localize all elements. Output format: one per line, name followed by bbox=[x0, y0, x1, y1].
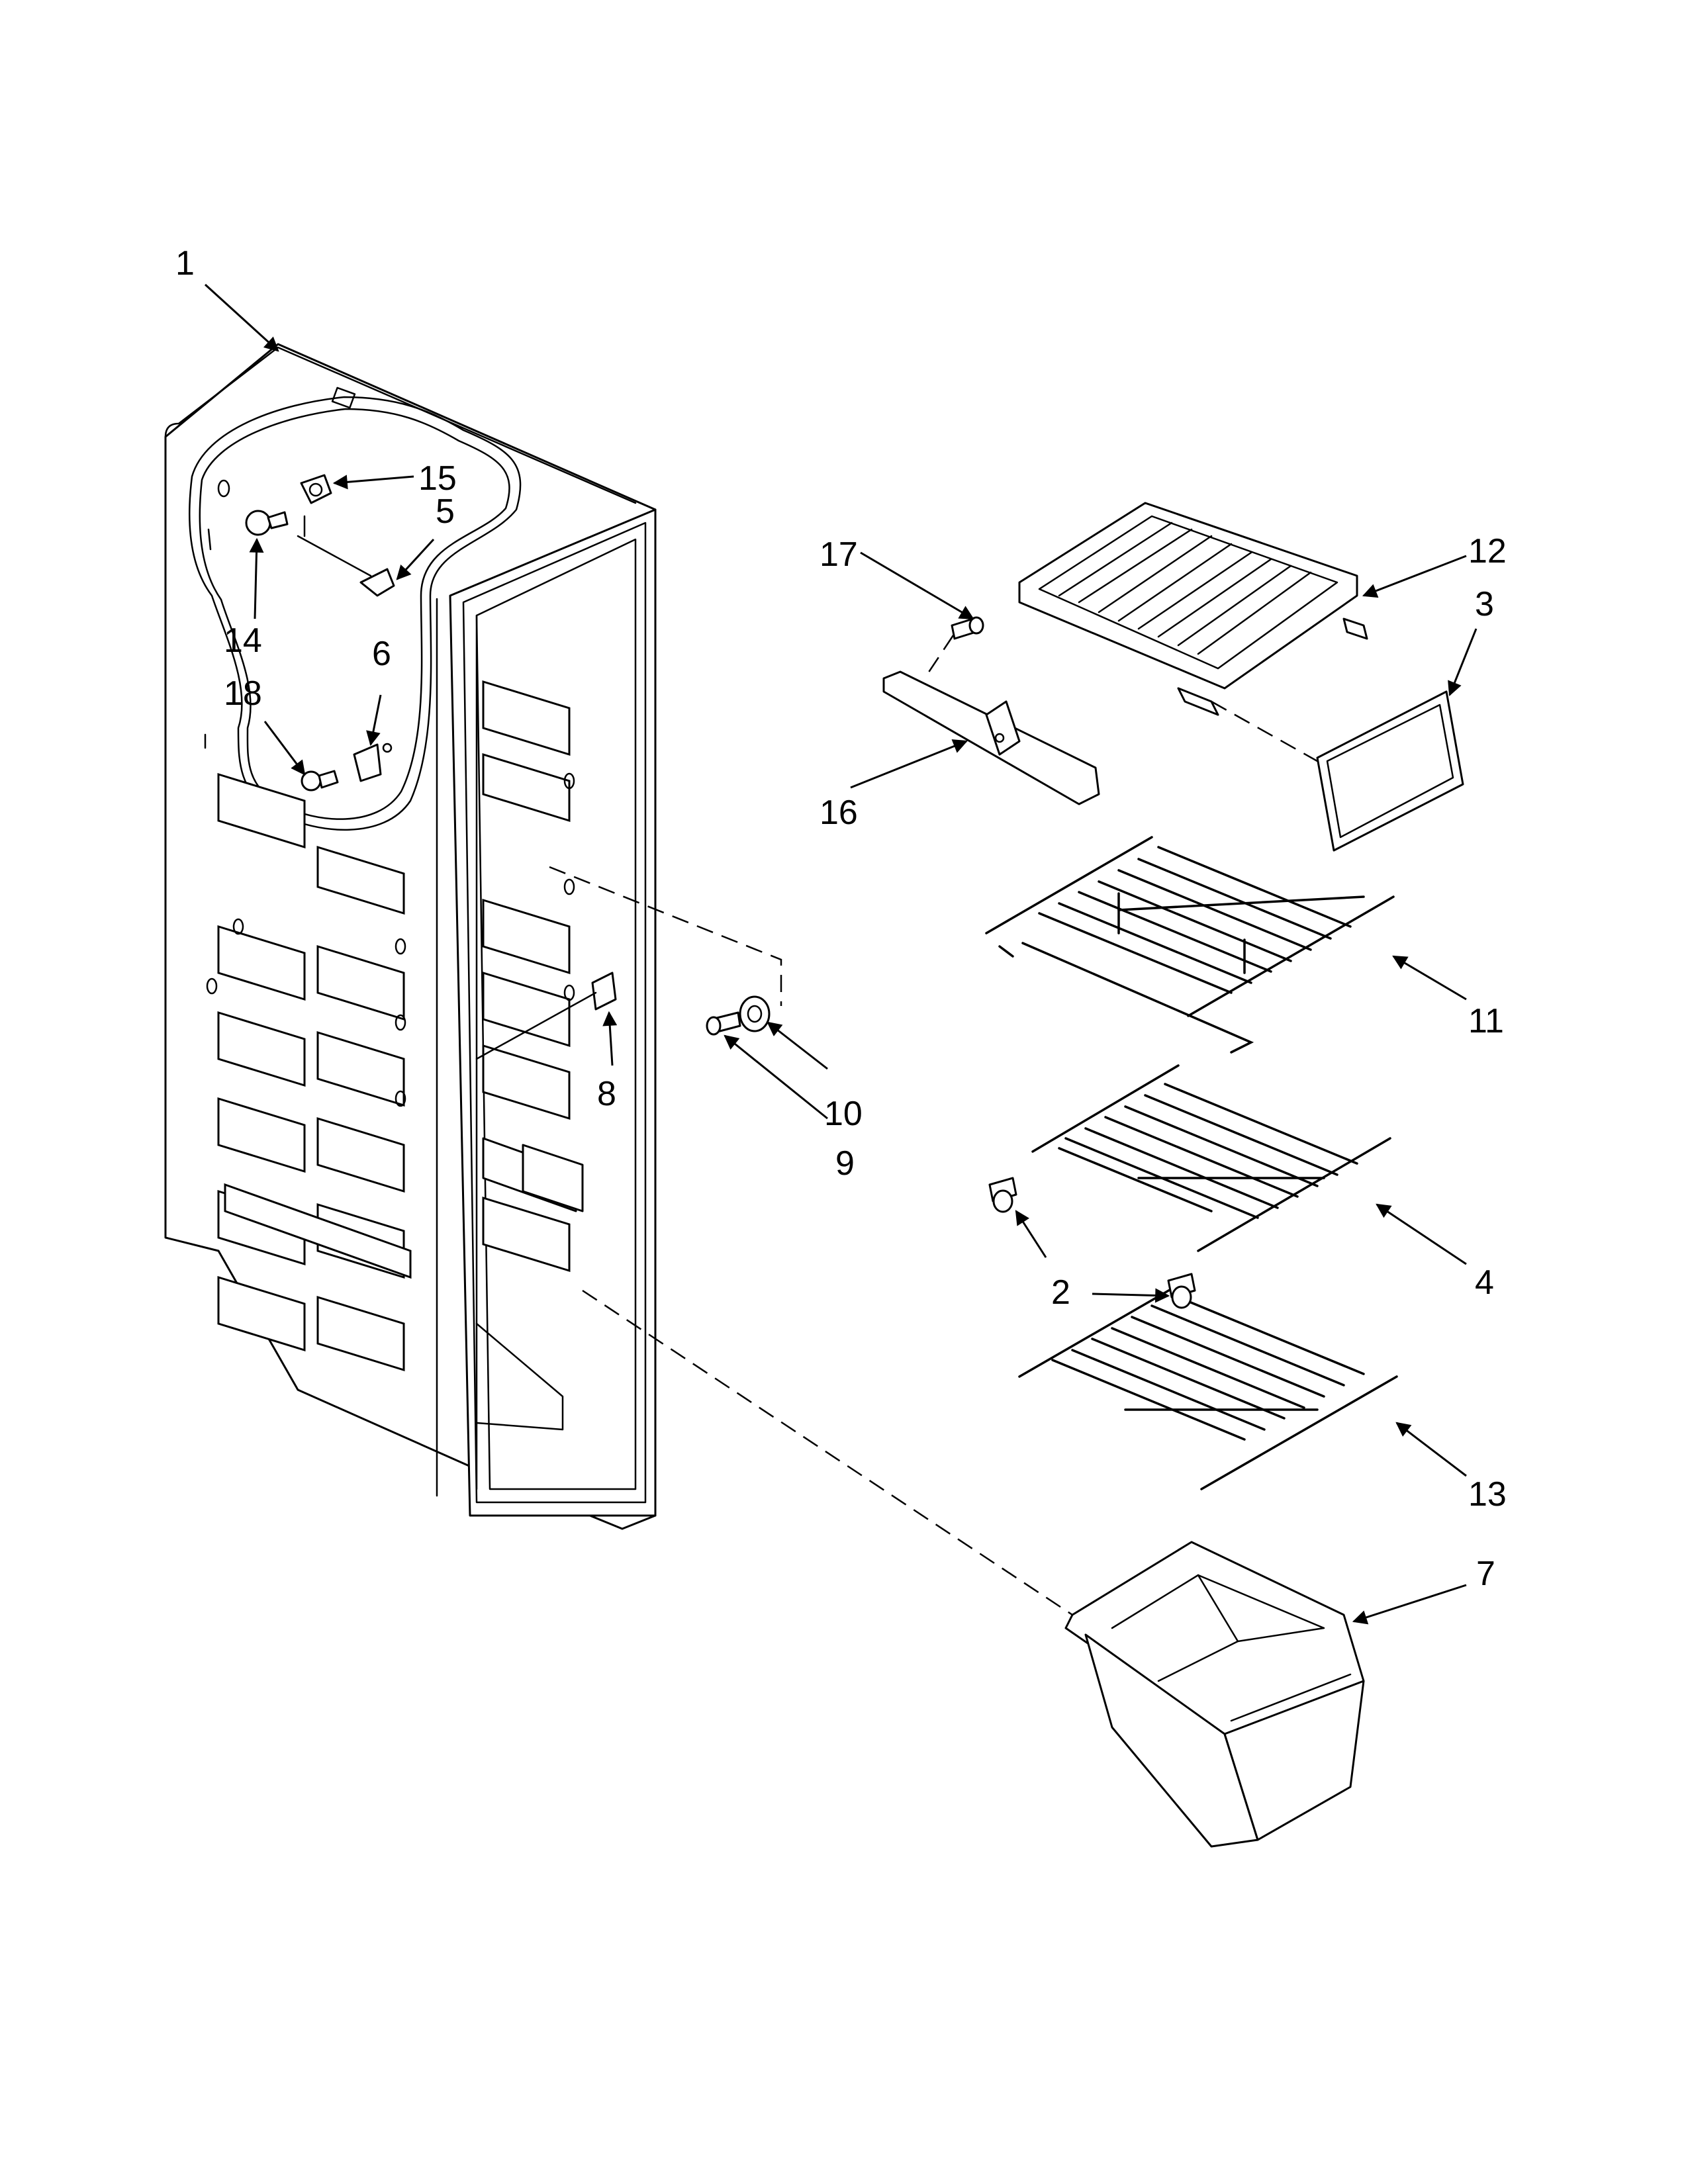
callout-17: 17 bbox=[820, 535, 858, 574]
callout-15: 15 bbox=[418, 459, 457, 498]
shelf-support-part-2-lower bbox=[1167, 1273, 1196, 1309]
bracket-part-5 bbox=[297, 535, 395, 597]
callout-12: 12 bbox=[1468, 532, 1507, 570]
callout-3: 3 bbox=[1475, 585, 1494, 623]
callout-6: 6 bbox=[372, 635, 391, 673]
liner-part bbox=[164, 343, 657, 1530]
light-socket-part-15 bbox=[300, 474, 332, 504]
callout-14: 14 bbox=[224, 621, 262, 660]
shelf-part-12 bbox=[1018, 502, 1368, 716]
light-bulb-part-14 bbox=[245, 510, 289, 536]
screw-part-9 bbox=[706, 1011, 741, 1036]
callout-13: 13 bbox=[1468, 1475, 1507, 1514]
spacer-part-10 bbox=[739, 995, 771, 1032]
callout-8: 8 bbox=[597, 1075, 616, 1113]
screw-part-18 bbox=[301, 770, 339, 792]
control-part-6 bbox=[353, 743, 393, 782]
back-wall-panels bbox=[482, 680, 584, 1273]
callout-7: 7 bbox=[1476, 1555, 1495, 1593]
callout-labels: 1 15 5 14 6 18 8 10 9 17 16 12 3 11 4 2 … bbox=[175, 244, 1507, 1593]
callout-9: 9 bbox=[835, 1144, 855, 1183]
shelf-support-part-2-upper bbox=[988, 1177, 1017, 1213]
callout-5: 5 bbox=[436, 492, 455, 531]
callout-18: 18 bbox=[224, 674, 262, 713]
side-wall-panels bbox=[217, 772, 412, 1372]
wire-shelf-part-11 bbox=[985, 836, 1395, 1054]
screw-part-17 bbox=[951, 616, 984, 640]
trim-part-3 bbox=[1316, 690, 1464, 852]
bracket-part-16 bbox=[882, 670, 1100, 805]
switch-part-8 bbox=[475, 972, 617, 1060]
wire-shelf-part-13 bbox=[1018, 1276, 1398, 1490]
callout-10: 10 bbox=[824, 1095, 863, 1133]
callout-16: 16 bbox=[820, 794, 858, 832]
callout-1: 1 bbox=[175, 244, 195, 283]
callout-11: 11 bbox=[1468, 1002, 1504, 1040]
callout-2: 2 bbox=[1051, 1273, 1070, 1312]
wire-shelf-part-4 bbox=[1031, 1064, 1391, 1252]
bin-part-7 bbox=[1064, 1541, 1365, 1848]
leader-lines bbox=[204, 283, 1477, 1625]
callout-4: 4 bbox=[1475, 1263, 1494, 1302]
